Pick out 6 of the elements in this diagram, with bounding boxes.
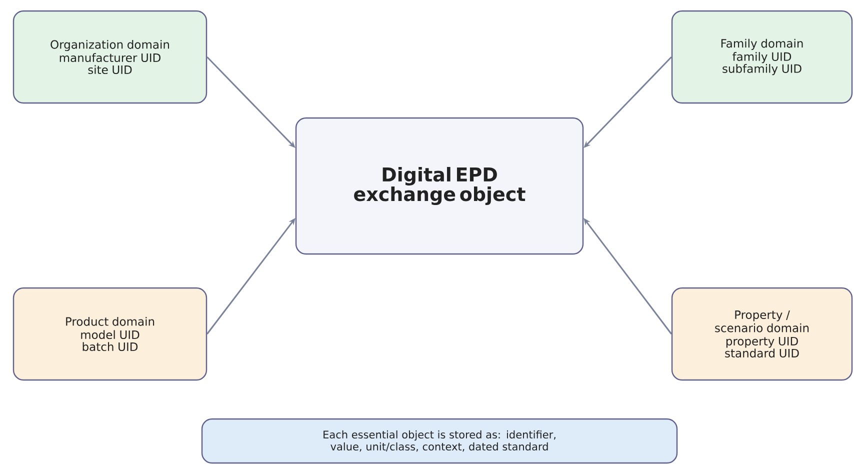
- domain-box: Property / scenario domain property UID standard UID: [671, 287, 853, 381]
- note-box: Each essential object is stored as: identifier, value, unit/class, context, dated standard: [201, 418, 678, 464]
- domain-box: Family domain family UID subfamily UID: [671, 10, 853, 104]
- central-box: Digital EPD exchange object: [295, 117, 584, 255]
- domain-box: Product domain model UID batch UID: [12, 287, 208, 381]
- domain-box: Organization domain manufacturer UID site UID: [12, 10, 208, 104]
